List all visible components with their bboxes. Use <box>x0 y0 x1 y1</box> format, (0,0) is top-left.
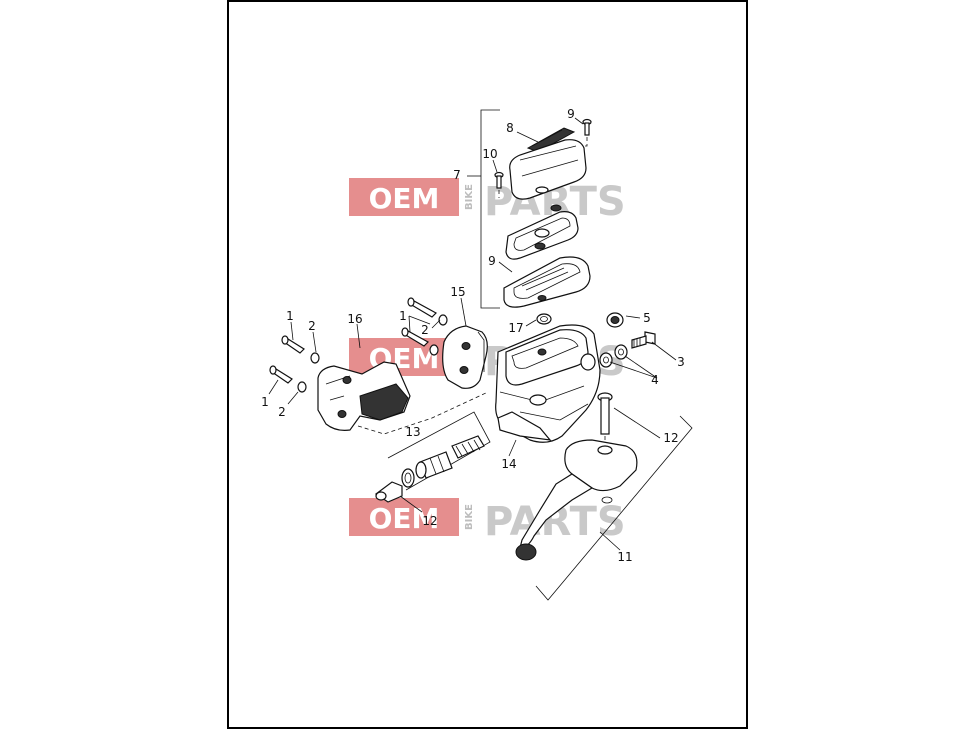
part-15-clamp <box>442 325 488 389</box>
dash-screw-right <box>570 137 588 147</box>
part-11-pivot-pin <box>597 392 613 435</box>
part-5-sight-glass <box>606 312 624 328</box>
callout-1: 1 <box>286 309 294 323</box>
callout-7: 8 <box>506 121 514 135</box>
callout-15: 15 <box>450 285 465 299</box>
part-17-o-ring <box>536 313 552 325</box>
callout-1: 1 <box>261 395 269 409</box>
part-2-washer-upper-right-b <box>429 344 439 356</box>
part-3-banjo-bolt <box>631 331 656 349</box>
callout-17: 17 <box>508 321 523 335</box>
watermark-bottom: OEM BIKE PARTS <box>349 498 626 545</box>
part-10-brake-lever <box>515 439 638 561</box>
part-16-switch-housing <box>317 361 411 431</box>
callout-12: 12 <box>422 514 437 528</box>
part-1-screw-upper-right-b <box>401 327 429 347</box>
callout-5: 5 <box>643 311 651 325</box>
part-12-boot <box>374 481 403 503</box>
part-diaphragm-plate <box>505 211 579 260</box>
part-1-screw-left-lower <box>269 365 293 384</box>
part-2-washer-left-upper <box>310 352 320 364</box>
callout-6: 7 <box>453 168 461 182</box>
callout-9: 10 <box>482 147 497 161</box>
part-1-screw-left-upper <box>281 335 305 354</box>
callout-14: 14 <box>501 457 516 471</box>
svg-text:BIKE: BIKE <box>464 184 475 210</box>
part-1-screw-upper-right-a <box>407 297 437 318</box>
part-9-screw-left <box>494 171 504 189</box>
callout-3: 3 <box>677 355 685 369</box>
part-8-diaphragm <box>503 256 591 308</box>
part-2-washer-left-lower <box>297 381 307 393</box>
callout-2: 2 <box>278 405 286 419</box>
callout-9: 9 <box>567 107 575 121</box>
dash-housing-body <box>357 391 489 435</box>
part-2-washer-upper-right-a <box>438 314 448 326</box>
callout-2: 2 <box>421 323 429 337</box>
part-9-screw-right <box>582 118 592 136</box>
callout-11: 12 <box>663 431 678 445</box>
svg-text:BIKE: BIKE <box>464 504 475 530</box>
leader-lines <box>268 117 677 551</box>
svg-text:OEM: OEM <box>369 182 440 215</box>
part-14-lower-body <box>497 411 552 441</box>
callout-16: 16 <box>347 312 362 326</box>
part-13-piston-spring <box>401 435 485 488</box>
watermark-top: OEM BIKE PARTS <box>349 178 626 225</box>
callout-8: 9 <box>488 254 496 268</box>
callout-4: 4 <box>651 373 659 387</box>
callout-13: 13 <box>405 425 420 439</box>
bracket-6 <box>480 109 500 309</box>
callout-1: 1 <box>399 309 407 323</box>
part-4-washers <box>599 344 628 368</box>
diagram-frame <box>227 0 748 729</box>
callout-2: 2 <box>308 319 316 333</box>
part-6-reservoir-cover <box>509 139 587 212</box>
bracket-10-11 <box>535 415 693 601</box>
part-11-pin-lower-end <box>601 496 613 504</box>
callout-10: 11 <box>617 550 632 564</box>
master-cylinder-body <box>495 324 601 443</box>
svg-text:OEM: OEM <box>369 502 440 535</box>
callout-labels: 9 8 10 7 9 15 17 5 3 4 12 11 12 14 13 16… <box>261 107 685 564</box>
